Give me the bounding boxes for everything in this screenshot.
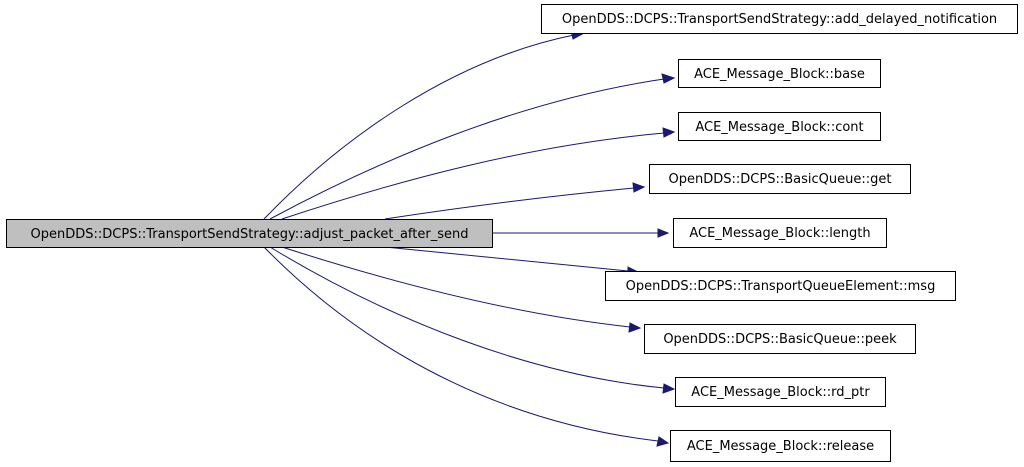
- edge-to-basicqueue-peek: [281, 246, 642, 333]
- node-length[interactable]: ACE_Message_Block::length: [673, 218, 887, 248]
- node-source-label: OpenDDS::DCPS::TransportSendStrategy::ad…: [31, 227, 469, 242]
- edge-to-release: [263, 246, 670, 447]
- node-add-delayed-notification[interactable]: OpenDDS::DCPS::TransportSendStrategy::ad…: [541, 4, 1018, 34]
- node-length-label: ACE_Message_Block::length: [689, 226, 870, 241]
- node-base[interactable]: ACE_Message_Block::base: [678, 59, 881, 88]
- node-cont-label: ACE_Message_Block::cont: [695, 120, 863, 135]
- node-base-label: ACE_Message_Block::base: [694, 67, 865, 82]
- node-cont[interactable]: ACE_Message_Block::cont: [678, 112, 881, 141]
- node-source[interactable]: OpenDDS::DCPS::TransportSendStrategy::ad…: [6, 219, 493, 248]
- node-basicqueue-peek[interactable]: OpenDDS::DCPS::BasicQueue::peek: [644, 324, 916, 354]
- edge-to-base: [269, 73, 676, 220]
- edge-to-rd-ptr: [269, 246, 676, 394]
- node-release-label: ACE_Message_Block::release: [687, 439, 874, 454]
- node-basicqueue-get[interactable]: OpenDDS::DCPS::BasicQueue::get: [649, 164, 911, 194]
- node-basicqueue-get-label: OpenDDS::DCPS::BasicQueue::get: [669, 172, 892, 187]
- node-rd-ptr-label: ACE_Message_Block::rd_ptr: [691, 385, 870, 400]
- node-add-delayed-notification-label: OpenDDS::DCPS::TransportSendStrategy::ad…: [562, 12, 997, 27]
- node-rd-ptr[interactable]: ACE_Message_Block::rd_ptr: [675, 377, 886, 407]
- call-edges: [263, 29, 676, 447]
- node-release[interactable]: ACE_Message_Block::release: [670, 430, 891, 462]
- edge-to-cont: [281, 127, 676, 220]
- node-transportqueueelement-msg-label: OpenDDS::DCPS::TransportQueueElement::ms…: [626, 279, 936, 294]
- edge-to-add-delayed-notification: [263, 29, 586, 220]
- edge-to-transportqueueelement-msg: [384, 246, 640, 277]
- node-transportqueueelement-msg[interactable]: OpenDDS::DCPS::TransportQueueElement::ms…: [605, 271, 956, 301]
- edge-to-basicqueue-get: [384, 182, 646, 220]
- edge-to-length: [492, 228, 670, 238]
- node-basicqueue-peek-label: OpenDDS::DCPS::BasicQueue::peek: [663, 332, 897, 347]
